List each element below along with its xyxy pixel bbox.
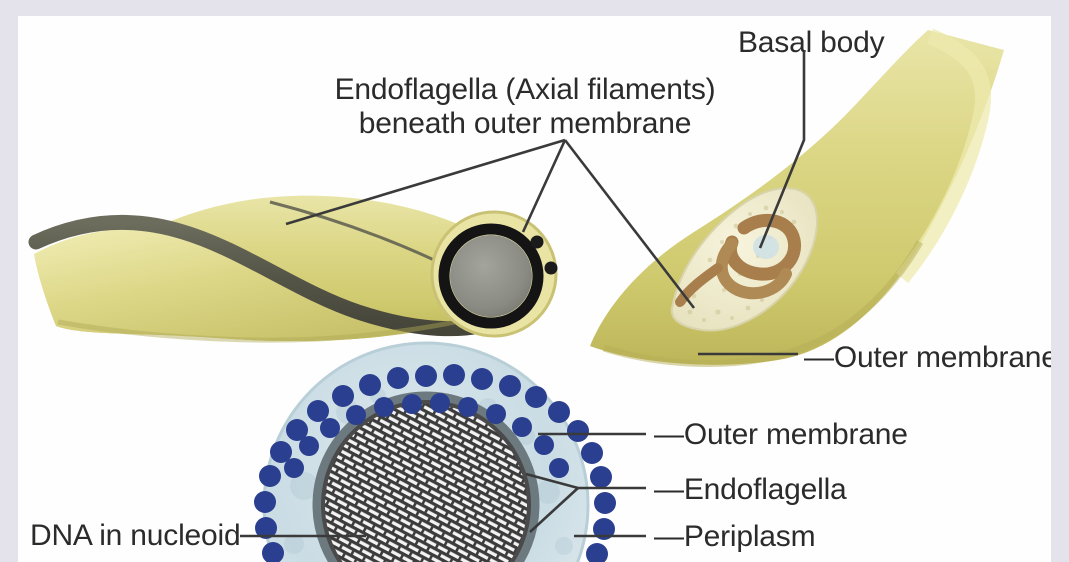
- label-endoflagella-axial-filaments: Endoflagella (Axial filaments)beneath ou…: [290, 73, 760, 140]
- label-endoflagella-cross-section: —Endoflagella: [654, 473, 847, 507]
- endoflagellum-dot: [530, 235, 544, 249]
- left-segment-cut-end: [430, 210, 558, 338]
- inner-membrane-ring: [312, 391, 540, 562]
- outer-membrane-ring: [438, 223, 544, 329]
- basal-body: [675, 213, 802, 307]
- nucleoid: [323, 402, 529, 562]
- dash-prefix: —: [804, 341, 834, 374]
- bottom-cross-section: [254, 341, 616, 562]
- leader-endoflagella-cs-b: [529, 487, 579, 533]
- upper-leader-lines: [285, 52, 806, 356]
- label-periplasm-cs-text: Periplasm: [683, 520, 816, 553]
- leader-basal-body: [758, 52, 806, 249]
- endoflagella-dot-ring: [254, 364, 616, 562]
- label-endoflagella-line2: beneath outer membrane: [358, 106, 692, 140]
- lower-leader-lines: [240, 432, 646, 538]
- leader-to-cut-end-dot-a: [521, 139, 567, 233]
- dash-prefix: —: [654, 520, 684, 553]
- figure-canvas: Endoflagella (Axial filaments)beneath ou…: [18, 16, 1051, 562]
- left-spirochete-segment: [28, 195, 558, 343]
- label-periplasm-cross-section: —Periplasm: [654, 520, 816, 554]
- label-outer-membrane-side-text: Outer membrane: [833, 341, 1051, 374]
- label-endoflagella-line1: Endoflagella (Axial filaments): [334, 73, 716, 106]
- cytoplasm-cross-section: [450, 235, 532, 317]
- label-outer-membrane-cs-text: Outer membrane: [683, 418, 908, 451]
- spirochete-diagram-artwork: [28, 28, 1004, 562]
- label-dna-in-nucleoid: DNA in nucleoid: [30, 519, 241, 552]
- dash-prefix: —: [654, 418, 684, 451]
- endoflagellum-band: [28, 215, 488, 337]
- right-spirochete-segment: [590, 28, 1004, 367]
- endoflagellum-dot: [544, 261, 558, 275]
- label-outer-membrane-side: —Outer membrane: [804, 341, 1051, 375]
- label-basal-body: Basal body: [738, 26, 885, 59]
- leader-to-basal-endoflagellum: [563, 139, 696, 309]
- label-outer-membrane-cross-section: —Outer membrane: [654, 418, 908, 452]
- label-endoflagella-cs-text: Endoflagella: [683, 473, 847, 506]
- dash-prefix: —: [654, 473, 684, 506]
- leader-to-left-band: [285, 138, 566, 226]
